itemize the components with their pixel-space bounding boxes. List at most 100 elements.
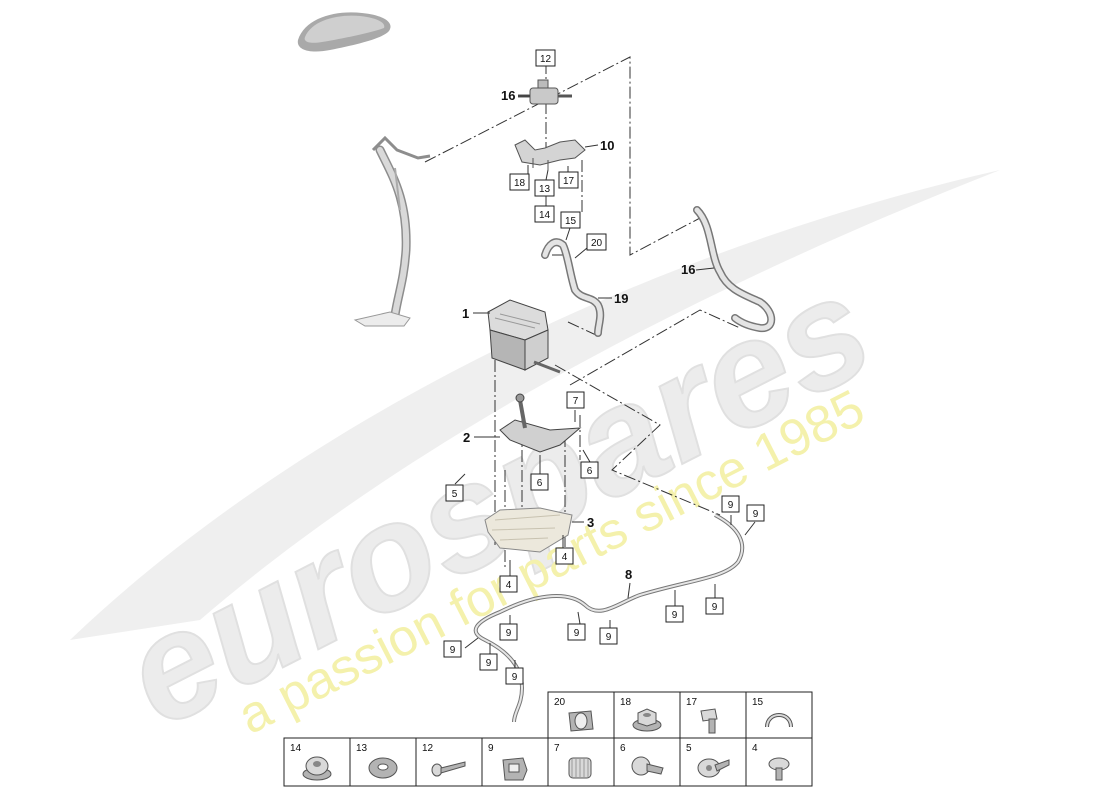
svg-text:5: 5 xyxy=(452,489,458,500)
svg-text:13: 13 xyxy=(539,184,551,195)
hex-bolt-icon xyxy=(700,708,718,734)
legend-number: 9 xyxy=(488,743,494,754)
boxed-callout-4: 4 xyxy=(499,575,518,593)
shield-3 xyxy=(484,507,573,553)
svg-text:9: 9 xyxy=(450,645,456,656)
flange-bolt-icon xyxy=(631,756,664,776)
boxed-callout-15: 15 xyxy=(560,211,581,229)
svg-text:9: 9 xyxy=(574,628,580,639)
svg-text:20: 20 xyxy=(591,238,603,249)
callout-3: 3 xyxy=(587,515,594,530)
legend-number: 13 xyxy=(356,743,368,754)
boxed-callout-9: 9 xyxy=(721,495,740,513)
callout-8: 8 xyxy=(625,567,632,582)
screw-icon xyxy=(431,761,466,777)
legend-number: 12 xyxy=(422,743,434,754)
legend-cell-13: 13 xyxy=(349,737,417,787)
legend-cell-9: 9 xyxy=(481,737,549,787)
callout-10: 10 xyxy=(600,138,614,153)
boxed-callout-9: 9 xyxy=(705,597,724,615)
leader-lines xyxy=(454,95,756,668)
svg-text:14: 14 xyxy=(539,210,551,221)
svg-text:15: 15 xyxy=(565,216,577,227)
hex-nut-icon xyxy=(302,756,332,781)
boxed-callout-9: 9 xyxy=(499,623,518,641)
legend-number: 15 xyxy=(752,697,764,708)
short-bolt-icon xyxy=(768,757,790,781)
line-clip-icon xyxy=(502,757,528,781)
washer-icon xyxy=(368,757,398,779)
boxed-callout-9: 9 xyxy=(443,640,462,658)
legend-top-row: 20 18 17 15 xyxy=(547,691,813,739)
bold-callouts: 16 10 16 19 1 2 3 8 xyxy=(462,88,695,582)
threaded-insert-icon xyxy=(568,757,592,779)
boxed-callout-20: 20 xyxy=(586,233,607,251)
legend-number: 18 xyxy=(620,697,632,708)
legend-number: 4 xyxy=(752,743,758,754)
legend-cell-7: 7 xyxy=(547,737,615,787)
boxed-callout-12: 12 xyxy=(535,49,556,67)
svg-text:4: 4 xyxy=(506,580,512,591)
boxed-callout-9: 9 xyxy=(665,605,684,623)
svg-text:9: 9 xyxy=(753,509,759,520)
flange-nut-icon xyxy=(632,708,662,732)
callout-11: 16 xyxy=(501,88,515,103)
hose-16 xyxy=(693,206,776,333)
hose-19 xyxy=(541,238,605,337)
legend-cell-17: 17 xyxy=(679,691,747,739)
legend-cell-15: 15 xyxy=(745,691,813,739)
legend-cell-4: 4 xyxy=(745,737,813,787)
svg-text:9: 9 xyxy=(512,672,518,683)
bracket-10 xyxy=(514,139,586,170)
legend-number: 14 xyxy=(290,743,302,754)
callout-1: 1 xyxy=(462,306,469,321)
boxed-callout-13: 13 xyxy=(534,179,555,197)
svg-text:9: 9 xyxy=(486,658,492,669)
boxed-callout-9: 9 xyxy=(599,627,618,645)
boxed-callout-9: 9 xyxy=(505,667,524,685)
svg-text:7: 7 xyxy=(573,396,579,407)
boxed-callout-6: 6 xyxy=(580,461,599,479)
legend-cell-12: 12 xyxy=(415,737,483,787)
svg-text:9: 9 xyxy=(728,500,734,511)
legend-number: 6 xyxy=(620,743,626,754)
carbon-canister-1 xyxy=(487,299,561,374)
legend-cell-5: 5 xyxy=(679,737,747,787)
legend-number: 20 xyxy=(554,697,566,708)
boxed-callout-18: 18 xyxy=(509,173,530,191)
fastener-legend-table: 20 18 17 15 14 13 12 9 7 6 5 4 xyxy=(283,691,813,787)
svg-text:9: 9 xyxy=(606,632,612,643)
svg-text:9: 9 xyxy=(506,628,512,639)
valve-11 xyxy=(518,79,572,105)
boxed-callout-7: 7 xyxy=(566,391,585,409)
spring-clip-icon xyxy=(765,713,793,728)
boxed-callout-5: 5 xyxy=(445,484,464,502)
legend-number: 5 xyxy=(686,743,692,754)
boxed-callout-9: 9 xyxy=(746,504,765,522)
svg-text:9: 9 xyxy=(712,602,718,613)
watermark-swoosh xyxy=(70,170,1000,640)
legend-cell-20: 20 xyxy=(547,691,615,739)
filler-neck-pipe xyxy=(353,135,431,327)
legend-bottom-row: 14 13 12 9 7 6 5 4 xyxy=(283,737,813,787)
callout-19: 19 xyxy=(614,291,628,306)
legend-cell-18: 18 xyxy=(613,691,681,739)
car-silhouette-icon xyxy=(297,12,391,52)
svg-text:6: 6 xyxy=(587,466,593,477)
svg-text:6: 6 xyxy=(537,478,543,489)
torx-bolt-icon xyxy=(697,758,730,778)
legend-cell-14: 14 xyxy=(283,737,351,787)
hose-clip-icon xyxy=(568,710,594,732)
watermark: eurospares a passion for parts since 198… xyxy=(70,170,1000,760)
svg-text:12: 12 xyxy=(540,54,552,65)
svg-text:9: 9 xyxy=(672,610,678,621)
boxed-callout-6: 6 xyxy=(530,473,549,491)
svg-text:4: 4 xyxy=(562,552,568,563)
svg-text:18: 18 xyxy=(514,178,526,189)
legend-number: 7 xyxy=(554,743,560,754)
legend-number: 17 xyxy=(686,697,698,708)
boxed-callout-9: 9 xyxy=(479,653,498,671)
